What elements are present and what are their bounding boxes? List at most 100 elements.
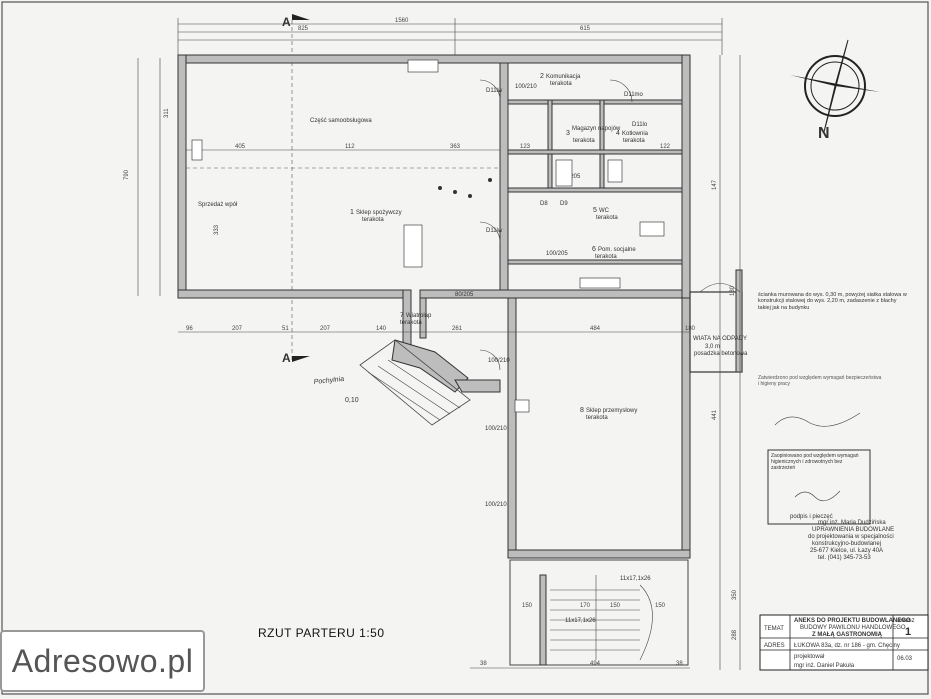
designer-stamp-line-3: do projektowania w specjalności [808,534,894,540]
room-1-finish: terakota [362,217,384,223]
garbage-area: 3,0 m [705,344,720,350]
dim-bottom-7: 484 [590,326,601,332]
dim-inner-5: 122 [660,144,671,150]
dim-inner-1: 405 [235,144,246,150]
room-3: 3 Magazyn napojów terakota [566,126,621,144]
room-4-name: Kotłownia [622,131,649,137]
inner-dimensions: 405 112 363 123 122 [186,144,671,151]
room-6-number: 6 [592,246,596,253]
room-8-name: Sklep przemysłowy [586,408,637,414]
ramp-slope: 0,10 [345,397,359,404]
approval-note: Zatwierdzono pod względem wymagań bezpie… [758,375,882,387]
dim-bottom-4: 207 [320,326,331,332]
building-walls [177,54,691,559]
dim-right-2: 441 [712,409,718,420]
dim-stair-width: 494 [590,661,601,667]
designer-stamp-line-2: UPRAWNIENIA BUDOWLANE [812,527,894,533]
fixtures [191,59,665,413]
dim-bottom-5: 140 [376,326,387,332]
sheet-number: 1 [905,626,911,638]
dim-top-left: 825 [298,26,309,32]
room-6: 6 Pom. socjalne terakota [592,246,636,260]
wall-note-text: ścianka murowana do wys. 0,30 m, powyżej… [758,292,907,311]
plan-title: RZUT PARTERU 1:50 [258,626,385,640]
door-label-3: D9 [560,201,568,207]
room-6-name: Pom. socjalne [598,247,636,253]
room-6-finish: terakota [595,254,617,260]
dim-right-3: 350 [732,589,738,600]
room-8-number: 8 [580,407,584,414]
section-line: A A [282,14,310,365]
stair-steps [550,589,640,651]
label-temat: TEMAT [764,626,784,632]
title-block: TEMAT ADRES ANEKS DO PROJEKTU BUDOWLANEG… [759,614,929,671]
staircase: 11x17,1x26 11x17,1x26 150 170 150 150 49… [470,559,690,669]
door-label-4: D8 [540,201,548,207]
room-5-number: 5 [593,207,597,214]
designer-name: mgr inż. Daniel Pakuła [794,663,855,669]
dim-left-lower: 333 [214,224,220,235]
room-7: 7 Wiatrołap terakota [400,312,432,326]
north-arrow-icon: N [790,39,880,142]
north-label: N [818,125,830,142]
room-1: 1 Sklep spożywczy terakota [350,209,402,223]
designer-stamp: mgr inż. Maria Dudzińska UPRAWNIENIA BUD… [808,520,894,561]
room-8-finish: terakota [586,415,608,421]
dim-top-right: 615 [580,26,591,32]
project-line-2: BUDOWY PAWILONU HANDLOWEGO [800,625,906,631]
top-dimensions: 1560 825 615 [177,18,723,55]
project-line-3: Z MAŁĄ GASTRONOMIĄ [812,632,883,638]
label-adres: ADRES [764,643,785,649]
door-label-1: D11lw [486,88,503,94]
dim-stair-5: 38 [480,661,487,667]
room-3-name: Magazyn napojów [572,126,621,132]
door-size-5: 100/210 [485,426,507,432]
left-dimensions: 790 311 333 [124,58,220,296]
zone-service: Sprzedaż wpół [198,202,238,208]
garbage-note: posadzka betonowa [694,351,748,357]
entrance-ramp: Pochylnia 0,10 [313,339,501,426]
room-5-name: WC [599,208,610,214]
door-label-2: D11lw [486,228,503,234]
room-2-finish: terakota [550,81,572,87]
section-marker-bottom: A [282,351,291,365]
dim-left-total: 790 [124,169,130,180]
dim-stair-3: 150 [610,603,621,609]
dim-left-upper: 311 [164,108,170,118]
dim-stair-6: 38 [676,661,683,667]
room-7-finish: terakota [400,320,422,326]
door-size-6: 100/210 [485,502,507,508]
section-marker-top: A [282,15,291,29]
room-2: 2 Komunikacja terakota [540,73,581,87]
designer-stamp-line-6: tel. (041) 345-73-53 [818,555,871,561]
dim-bottom-3: 51 [282,326,289,332]
room-1-name: Sklep spożywczy [356,210,402,216]
dim-stair-2: 170 [580,603,591,609]
dim-right-1: 147 [712,179,718,190]
room-4: 4 Kotłownia terakota [616,130,649,144]
room-3-number: 3 [566,130,570,137]
room-7-number: 7 [400,312,404,319]
room-2-number: 2 [540,73,544,80]
room-7-name: Wiatrołap [406,313,432,319]
room-4-number: 4 [616,130,620,137]
right-dimensions: 147 441 350 288 180 [712,55,741,670]
door-label-5: D11lo [632,122,648,128]
dim-bottom-6: 261 [452,326,463,332]
dim-top-total: 1560 [395,18,409,24]
room-8: 8 Sklep przemysłowy terakota [580,407,637,421]
project-address: ŁUKOWA 83a, dz. nr 186 - gm. Chęciny [794,643,900,649]
dim-stair-4: 150 [655,603,666,609]
stair-label-lower: 11x17,1x26 [565,618,596,624]
door-label-6: D11mo [624,92,644,98]
ramp-label: Pochylnia [313,376,344,386]
dim-bottom-8: 180 [685,326,696,332]
room-1-number: 1 [350,209,354,216]
bottom-dimensions: 96 207 51 207 140 261 484 180 [178,326,696,333]
door-size-2: 100/210 [515,84,537,90]
sheet-label: arkusz [897,618,915,624]
dim-inner-3: 363 [450,144,461,150]
dim-bottom-2: 207 [232,326,243,332]
